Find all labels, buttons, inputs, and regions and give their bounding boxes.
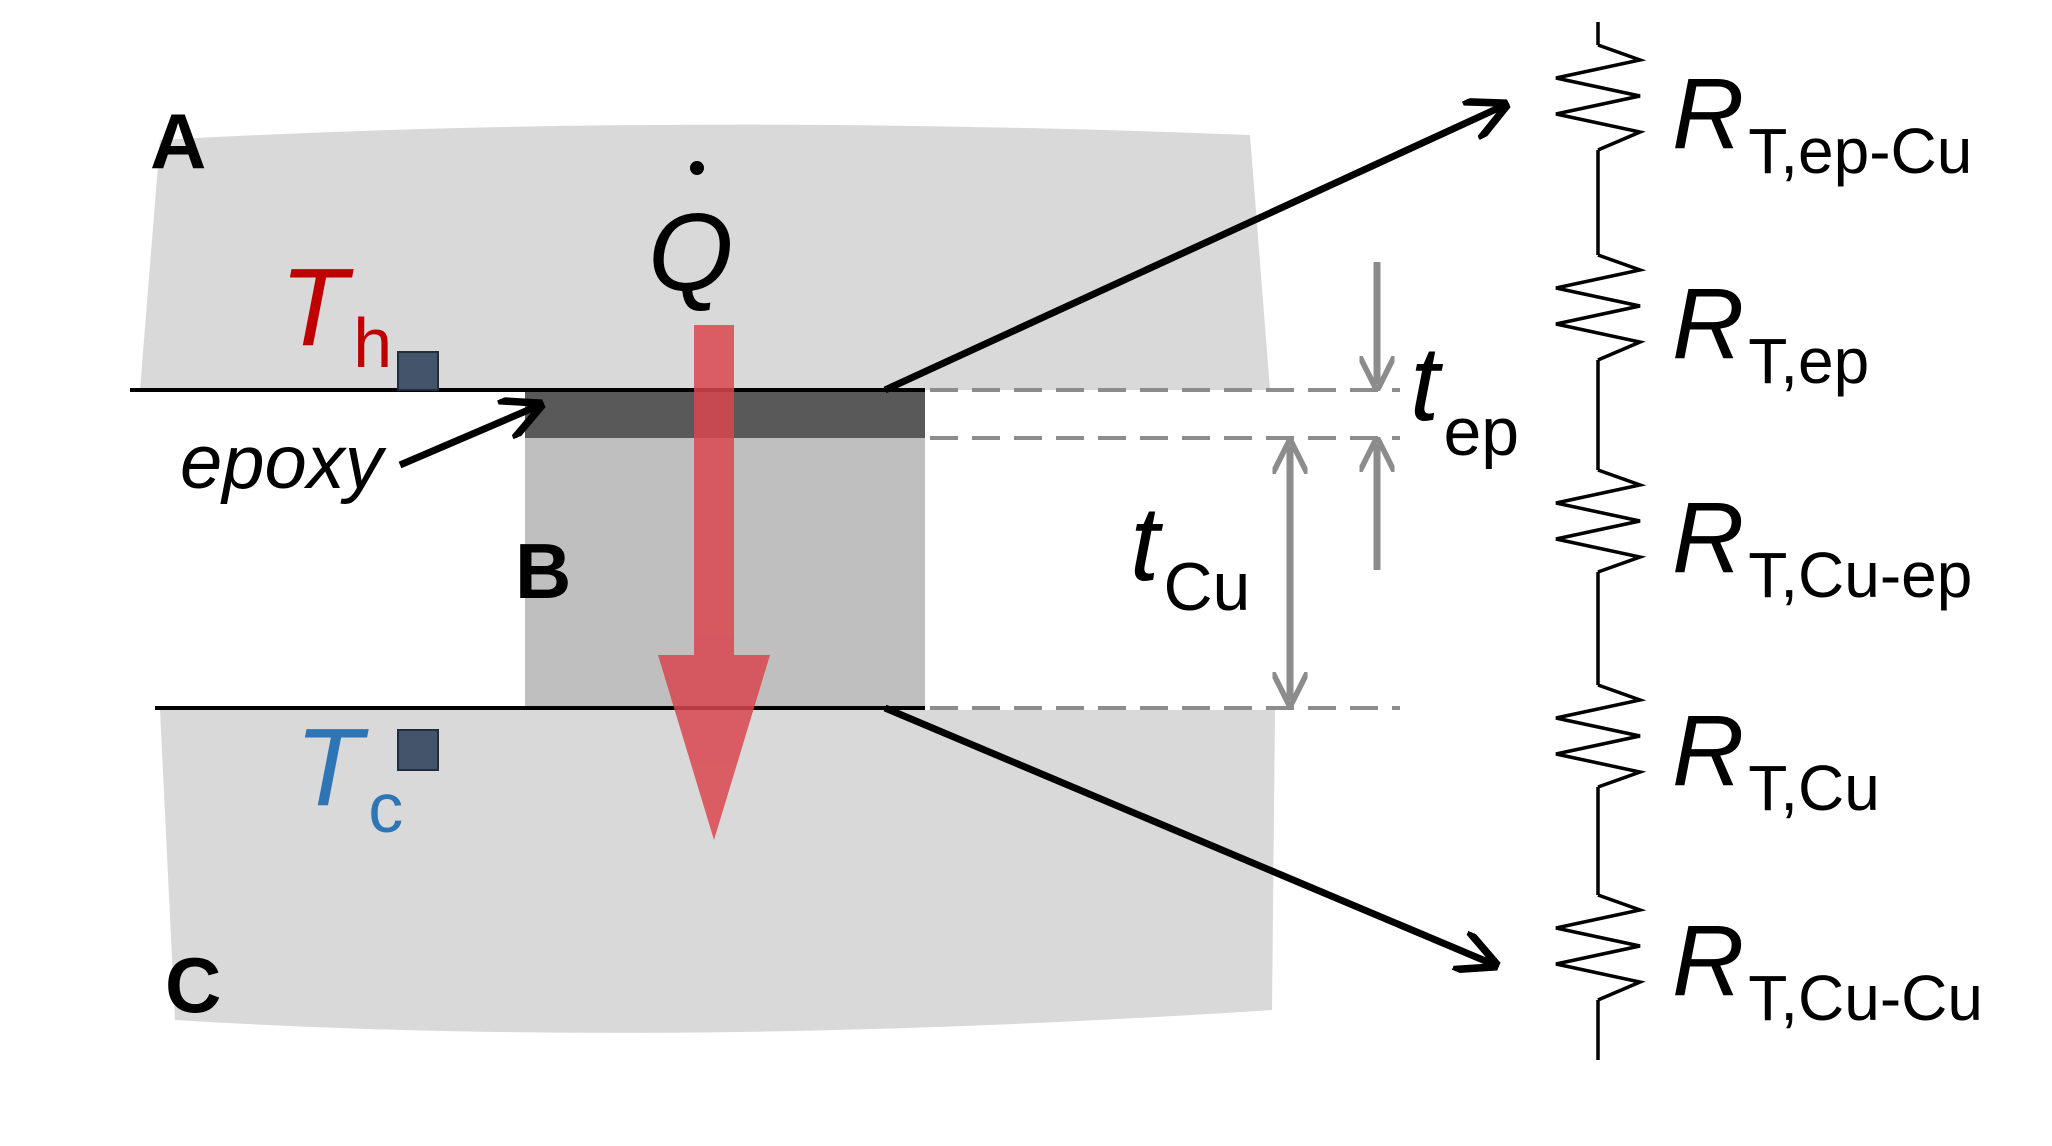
resistor-3-zigzag (1555, 468, 1647, 574)
block-c (160, 710, 1275, 1033)
resistor-label-5: RT,Cu-Cu (1672, 905, 1983, 1034)
resistor-2-zigzag (1555, 253, 1647, 362)
epoxy-thickness-label: tep (1410, 325, 1519, 470)
copper-thickness-label: tCu (1130, 485, 1250, 625)
bottom-interface-arrow (883, 704, 1495, 965)
resistor-label-1: RT,ep-Cu (1672, 58, 1972, 187)
region-c-label: C (165, 941, 221, 1029)
block-a (140, 124, 1270, 391)
cold-temperature-label: Tc (295, 706, 403, 847)
resistor-1-zigzag (1555, 43, 1647, 152)
heat-flow-symbol: Q (648, 191, 734, 314)
resistor-label-2: RT,ep (1672, 268, 1869, 397)
resistor-network (1555, 22, 1647, 1060)
resistor-label-4: RT,Cu (1672, 695, 1880, 824)
top-interface-arrow (883, 105, 1505, 394)
epoxy-pointer-arrow (398, 405, 540, 469)
resistor-5-zigzag (1555, 893, 1647, 1002)
hot-temperature-label: Th (280, 246, 392, 382)
epoxy-label: epoxy (180, 420, 387, 505)
region-b-label: B (515, 527, 571, 615)
heat-flow-dot (690, 161, 704, 175)
resistor-4-zigzag (1555, 683, 1647, 789)
cold-sensor-square (397, 729, 439, 771)
region-a-label: A (150, 97, 206, 185)
resistor-label-3: RT,Cu-ep (1672, 482, 1972, 611)
heat-flow-arrow (658, 325, 770, 840)
hot-sensor-square (397, 351, 439, 391)
